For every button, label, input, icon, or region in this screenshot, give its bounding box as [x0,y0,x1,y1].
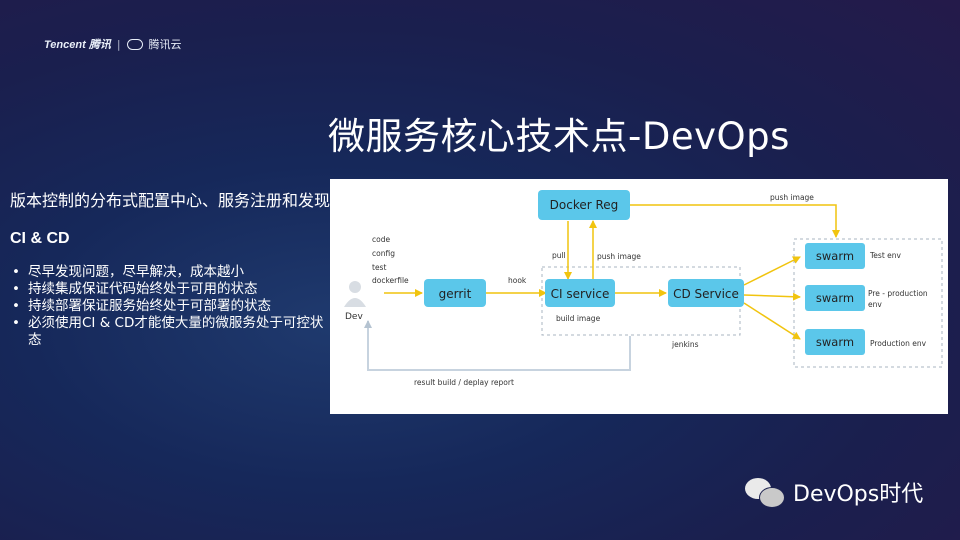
swarm-prod-node [805,329,865,355]
env-group-box [793,238,943,368]
brand-separator: | [116,37,121,51]
bullet-list: 尽早发现问题，尽早解决，成本越小 持续集成保证代码始终处于可用的状态 持续部署保… [10,264,330,349]
cd-service-label: CD Service [673,287,739,301]
gerrit-node [424,279,486,307]
tencent-cloud-logo: Tencent 腾讯 | 腾讯云 [44,36,182,52]
docker-reg-label: Docker Reg [550,198,619,212]
dev-input-dockerfile: dockerfile [372,276,409,285]
cd-to-swarm1-arrow [743,256,801,286]
docker-reg-box [538,190,630,220]
cd-to-swarm2-arrow [743,292,801,301]
left-text-panel: 版本控制的分布式配置中心、服务注册和发现 CI & CD 尽早发现问题，尽早解决… [10,190,330,349]
hook-label: hook [508,276,527,285]
slide-title: 微服务核心技术点-DevOps [328,115,790,158]
dev-input-test: test [372,263,386,272]
build-image-label: build image [556,314,601,323]
dev-input-code: code [372,235,390,244]
ci-cd-heading: CI & CD [10,230,70,247]
cd-service-box [668,279,744,307]
preprod-env-label: Pre - production [868,289,928,298]
gerrit-box [424,279,486,307]
cloud-icon [126,38,143,50]
diagram-svg: gerrit CI service CD Service Docker Reg … [344,190,943,387]
ci-service-label: CI service [551,287,610,301]
swarm-test-box [805,243,865,269]
wechat-icon [745,476,785,508]
dev-label: Dev [345,312,363,322]
tencent-cloud-brand: 腾讯云 [148,38,182,51]
push-image-top-label: push image [770,193,814,202]
swarm-preprod-label: swarm [816,291,854,305]
swarm-test-label: swarm [816,249,854,263]
prod-env-label: Production env [870,339,927,348]
jenkins-label: jenkins [671,340,699,349]
gerrit-label: gerrit [439,287,472,301]
ci-service-box [545,279,615,307]
swarm-prod-box [805,329,865,355]
ci-cd-group-box [541,266,741,336]
cd-to-swarm3-arrow [743,302,801,340]
intro-text: 版本控制的分布式配置中心、服务注册和发现 [10,191,331,210]
tencent-brand: Tencent 腾讯 [44,39,111,51]
push-image-top-arrow [630,204,840,238]
swarm-preprod-box [805,285,865,311]
swarm-preprod-node [805,285,865,311]
devops-diagram: gerrit CI service CD Service Docker Reg … [330,179,948,414]
docker-reg-node [538,190,630,220]
test-env-label: Test env [869,251,902,260]
result-label: result build / deplay report [414,378,514,387]
dev-input-config: config [372,249,395,258]
preprod-env-label-2: env [868,300,882,309]
swarm-test-node [805,243,865,269]
dev-person-icon [344,281,366,307]
push-image-label: push image [597,252,641,261]
bullet-item: 必须使用CI & CD才能使大量的微服务处于可控状态 [10,315,330,349]
ci-service-node [545,279,615,307]
bullet-item: 持续部署保证服务始终处于可部署的状态 [10,298,330,315]
footer-wechat: DevOps时代 [745,476,923,508]
footer-text: DevOps时代 [793,482,924,507]
bullet-item: 尽早发现问题，尽早解决，成本越小 [10,264,330,281]
cd-service-node [668,279,744,307]
swarm-prod-label: swarm [816,335,854,349]
pull-label: pull [552,251,566,260]
result-feedback-arrow [364,320,631,371]
bullet-item: 持续集成保证代码始终处于可用的状态 [10,281,330,298]
